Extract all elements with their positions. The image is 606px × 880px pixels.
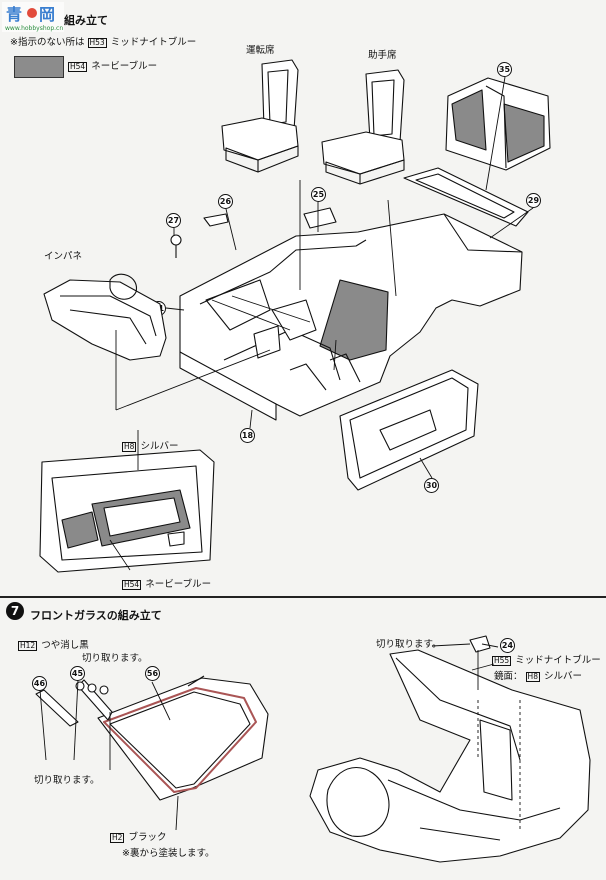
midnight-label: H55 ミッドナイトブルー [492,655,601,667]
silver-label: H8 シルバー [122,441,179,453]
navy-label: H54 ネービーブルー [122,579,212,591]
back-paint-note: ※裏から塗装します。 [122,848,215,859]
part-number: 56 [145,666,160,681]
mirror-text: シルバー [544,671,583,682]
silver-text: シルバー [140,441,179,452]
legend-color: ネービーブルー [91,61,158,72]
mirror-prefix: 鏡面： [494,671,523,682]
part-number: 30 [424,478,439,493]
paint-code-badge: H8 [122,442,137,453]
navy-legend: H54 ネービーブルー [68,61,158,73]
paint-code-badge: H8 [525,672,540,683]
site-logo: 青 岡 www.hobbyshop.cn [2,2,64,32]
note-prefix: ※指示のない所は [10,37,85,48]
mirror-label: 鏡面： H8 シルバー [494,671,583,683]
matte-black-label: H12 つや消し黒 [18,640,89,652]
interior-assembly-diagram [39,59,551,573]
navy-swatch [14,56,64,78]
section-divider [0,596,606,598]
paint-code-badge: H53 [87,38,107,49]
cut-label-1: 切り取ります。 [82,653,148,664]
black-text: ブラック [128,832,167,843]
part-number: 45 [70,666,85,681]
part-number: 18 [240,428,255,443]
paint-code-badge: H2 [110,833,125,844]
step-number: 7 [6,602,24,620]
logo-graphic: 青 岡 www.hobbyshop.cn [2,2,64,32]
driver-seat-label: 運転席 [246,45,275,56]
cut-label-3: 切り取ります。 [376,639,442,650]
paint-code-badge: H55 [492,656,512,667]
default-color-note: ※指示のない所は H53 ミッドナイトブルー [10,37,197,49]
navy-text: ネービーブルー [145,579,212,590]
passenger-seat-label: 助手席 [368,50,397,61]
matte-text: つや消し黒 [41,640,89,651]
part-number: 29 [526,193,541,208]
dashboard-label: インパネ [44,251,83,262]
note-color: ミッドナイトブルー [110,37,197,48]
paint-code-badge: H54 [122,580,142,591]
mid-text: ミッドナイトブルー [515,655,601,666]
part-number: 25 [311,187,326,202]
paint-code-badge: H12 [18,641,38,652]
part-number: 27 [166,213,181,228]
black-label: H2 ブラック [110,832,167,844]
section7-title: フロントガラスの組み立て [30,609,162,622]
cut-label-2: 切り取ります。 [34,775,100,786]
svg-text:岡: 岡 [39,5,55,24]
part-number: 46 [32,676,47,691]
part-number: 35 [497,62,512,77]
part-number: 26 [218,194,233,209]
part-number: 24 [500,638,515,653]
paint-code-badge: H54 [68,62,88,73]
svg-text:www.hobbyshop.cn: www.hobbyshop.cn [5,25,63,32]
svg-text:青: 青 [6,5,22,24]
section6-title: 組み立て [64,14,108,27]
